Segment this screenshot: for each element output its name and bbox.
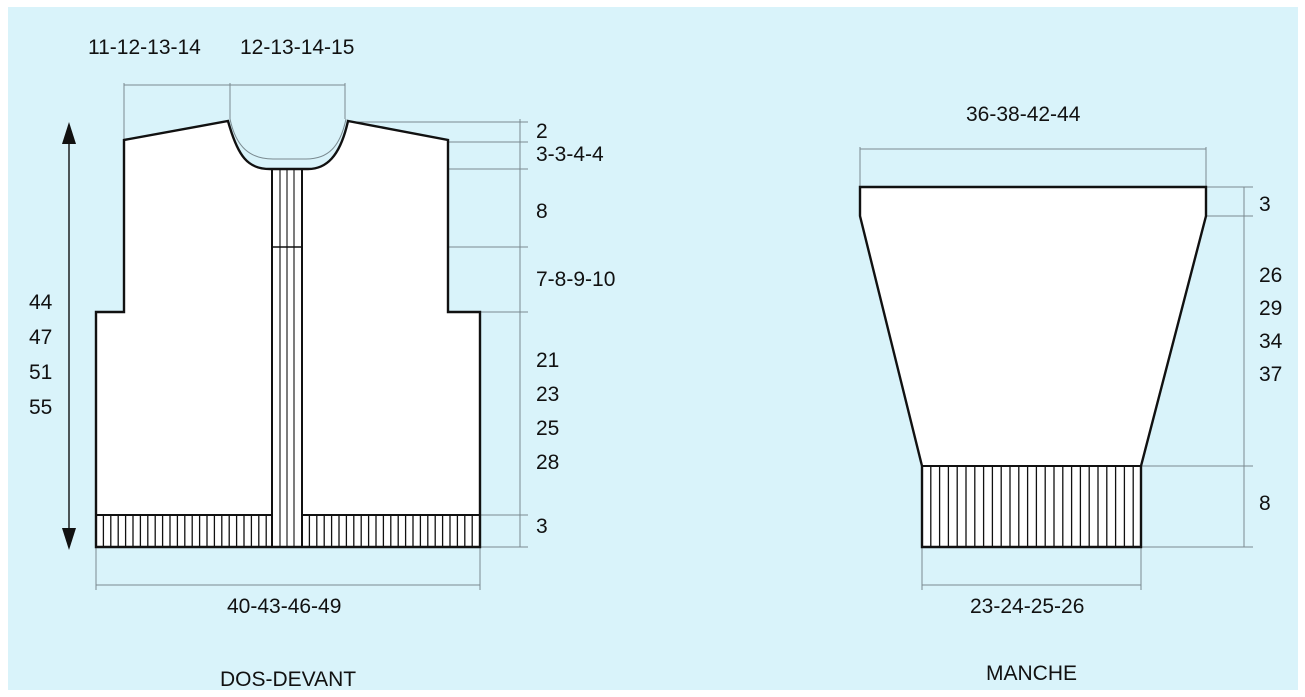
total-length-size-1: 44	[29, 291, 53, 314]
upper-section-label: 8	[536, 200, 548, 223]
sleeve-taper-labels: 26 29 34 37	[1259, 265, 1282, 385]
neck-drop-front-label: 3-3-4-4	[536, 143, 604, 166]
neck-width-label: 12-13-14-15	[240, 36, 355, 59]
body-section-size-3: 25	[536, 417, 560, 440]
sleeve-outline	[858, 185, 1208, 549]
taper-size-4: 37	[1259, 363, 1283, 386]
total-length-labels: 44 47 51 55	[29, 292, 52, 418]
sleeve-dimension-lines	[859, 147, 1253, 590]
total-length-size-2: 47	[29, 326, 53, 349]
body-section-size-2: 23	[536, 383, 560, 406]
length-arrow	[62, 122, 76, 550]
sleeve-top-width-label: 36-38-42-44	[966, 103, 1081, 126]
body-section-size-4: 28	[536, 451, 560, 474]
taper-size-1: 26	[1259, 264, 1283, 287]
body-section-size-1: 21	[536, 349, 560, 372]
total-length-size-4: 55	[29, 396, 53, 419]
total-length-size-3: 51	[29, 361, 53, 384]
neck-drop-shoulder-label: 2	[536, 120, 548, 143]
taper-size-3: 34	[1259, 330, 1283, 353]
neckline-curve	[229, 118, 347, 160]
body-piece-title: DOS-DEVANT	[220, 668, 357, 691]
body-section-labels: 21 23 25 28	[536, 350, 559, 473]
armhole-section-label: 7-8-9-10	[536, 268, 616, 291]
sleeve-cuff-rib	[930, 466, 1134, 547]
body-outline	[94, 119, 482, 549]
taper-size-2: 29	[1259, 297, 1283, 320]
shoulder-width-label: 11-12-13-14	[88, 36, 201, 59]
sleeve-piece-title: MANCHE	[986, 662, 1078, 685]
bottom-width-label: 40-43-46-49	[227, 595, 342, 618]
cuff-height-label: 8	[1259, 492, 1271, 515]
rib-height-label: 3	[536, 515, 548, 538]
cuff-width-label: 23-24-25-26	[970, 595, 1085, 618]
sleeve-top-band-label: 3	[1259, 193, 1271, 216]
front-placket	[271, 169, 303, 547]
body-rib-band	[96, 514, 480, 547]
diagram-canvas: 11-12-13-14 12-13-14-15 2 3-3-4-4 8 7-8-…	[8, 7, 1298, 690]
knitting-schematic	[62, 83, 1253, 590]
body-dimension-lines	[95, 83, 528, 590]
